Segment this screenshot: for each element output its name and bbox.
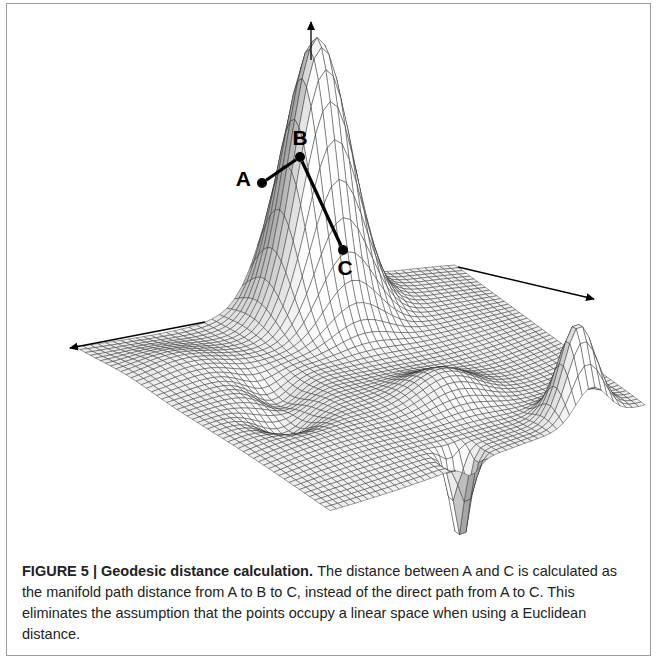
manifold-surface: [0, 0, 657, 560]
surface-mesh: [75, 38, 645, 535]
frame-border: [7, 4, 651, 656]
